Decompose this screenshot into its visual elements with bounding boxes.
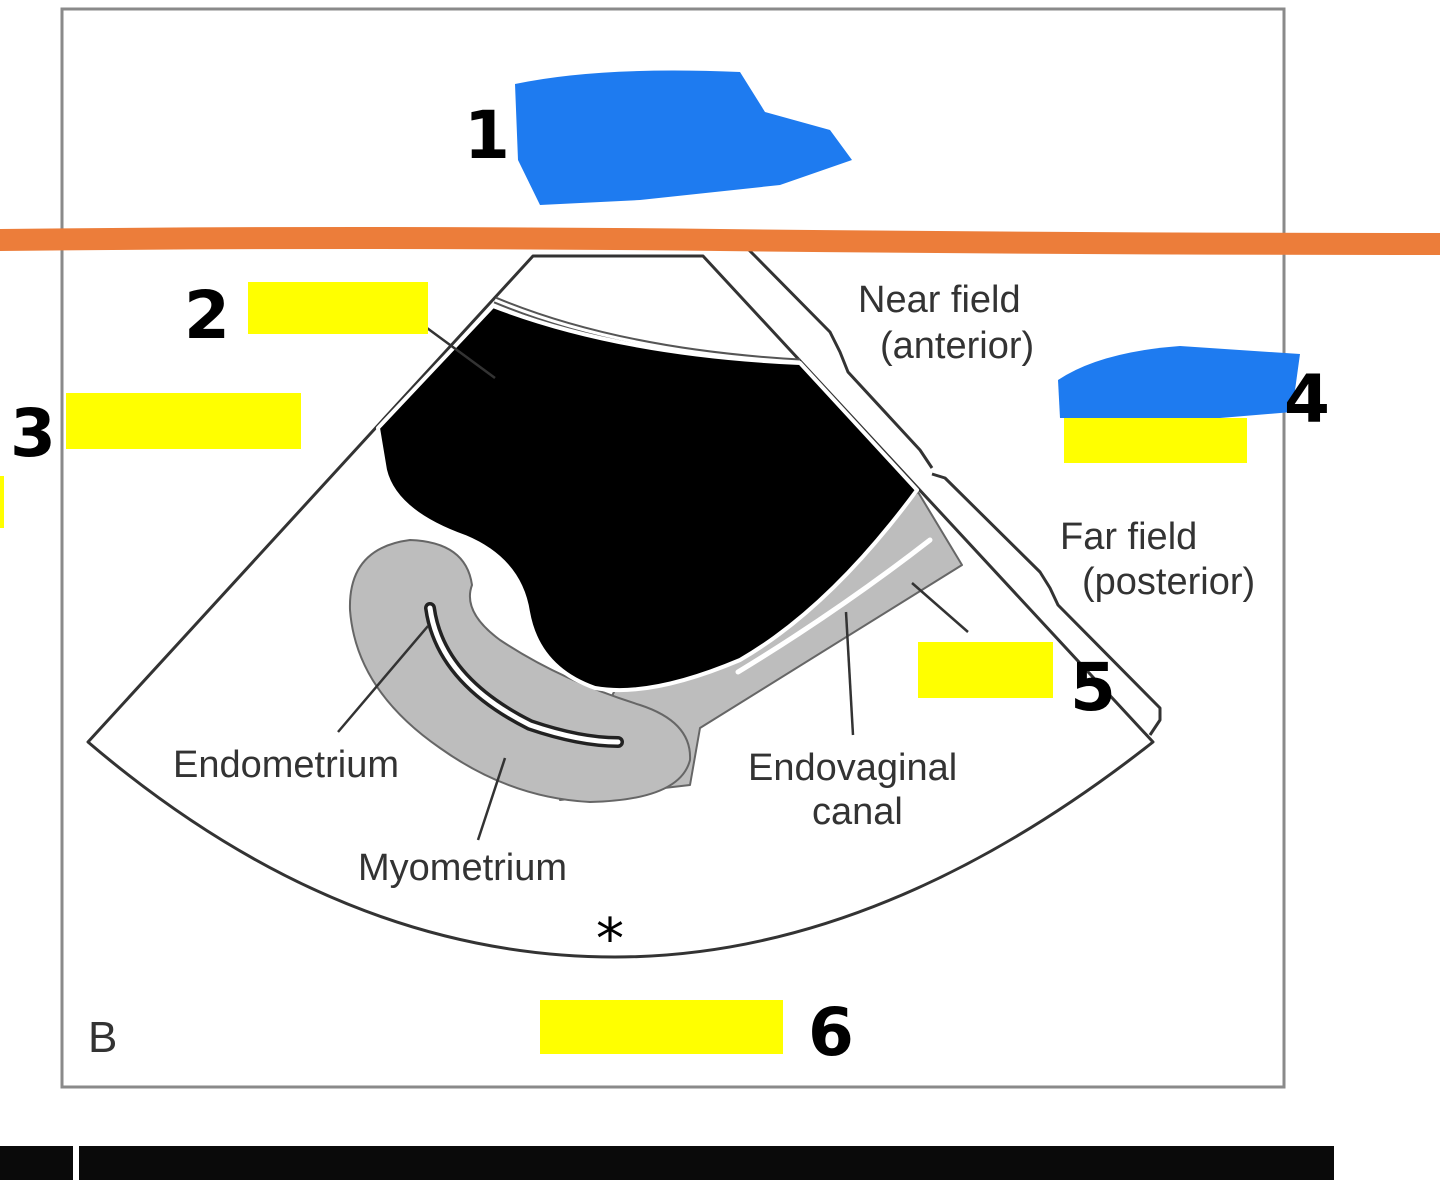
marker-3: 3	[10, 395, 56, 472]
marker-6: 6	[808, 994, 854, 1071]
panel-frame	[60, 7, 1286, 1089]
endometrium-label: Endometrium	[173, 744, 399, 786]
near-field-label-line1: Near field	[858, 279, 1021, 321]
orange-line	[0, 227, 1440, 255]
marker-2: 2	[184, 277, 230, 354]
bladder	[376, 304, 919, 693]
near-field-bracket	[735, 236, 934, 469]
leader-line-endovaginal	[844, 611, 855, 736]
bottom-bar-divider	[73, 1146, 79, 1180]
leader-line-2	[426, 326, 496, 380]
focal-zone-marker: *	[596, 907, 624, 972]
yellow-highlight-4	[1064, 418, 1247, 463]
endovaginal-label-line1: Endovaginal	[748, 747, 957, 789]
marker-1: 1	[464, 97, 510, 174]
marker-5: 5	[1070, 649, 1116, 726]
blue-scribble-4	[1058, 346, 1300, 418]
leader-line-myometrium	[476, 757, 507, 841]
yellow-highlight-2	[248, 282, 428, 334]
marker-4: 4	[1284, 361, 1330, 438]
yellow-highlight-3	[66, 393, 301, 449]
bottom-bar	[0, 1146, 1334, 1180]
endovaginal-label-line2: canal	[812, 791, 903, 833]
far-field-label-line1: Far field	[1060, 516, 1197, 558]
yellow-highlight-6	[540, 1000, 783, 1054]
yellow-mark-left-edge	[0, 476, 4, 528]
panel-letter: B	[88, 1013, 117, 1062]
leader-line-endometrium	[337, 625, 429, 733]
near-field-label-line2: (anterior)	[880, 325, 1034, 367]
far-field-label-line2: (posterior)	[1082, 561, 1255, 603]
yellow-highlight-5	[918, 642, 1053, 698]
endovaginal-canal-line	[735, 537, 933, 675]
blue-scribble-1	[515, 70, 852, 205]
leader-line-5	[911, 582, 969, 633]
far-field-bracket	[931, 472, 1162, 736]
myometrium-label: Myometrium	[358, 847, 567, 889]
